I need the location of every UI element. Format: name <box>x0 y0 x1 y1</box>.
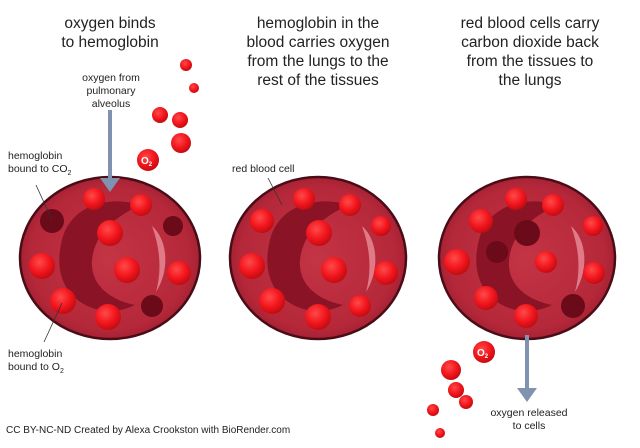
oxygen-molecule <box>371 216 391 236</box>
oxygen-molecule <box>542 194 564 216</box>
oxygen-molecule <box>474 286 498 310</box>
o2-badge-text-1: O2 <box>141 156 153 168</box>
leader-hb-o2 <box>43 302 63 343</box>
oxygen-molecule <box>469 209 493 233</box>
label-oxygen-released: oxygen released to cells <box>490 407 568 432</box>
oxygen-molecule <box>97 220 123 246</box>
oxygen-molecule <box>514 304 538 328</box>
o2-badge-circle-2 <box>473 341 495 363</box>
oxygen-molecule <box>29 253 55 279</box>
oxygen-molecule <box>114 257 140 283</box>
cell-concavity <box>267 201 348 312</box>
oxygen-molecule <box>321 257 347 283</box>
oxygen-molecule <box>349 295 371 317</box>
cell-highlight <box>152 226 166 292</box>
cell-concavity <box>59 201 140 312</box>
oxygen-molecule <box>259 288 285 314</box>
red-blood-cell-2 <box>228 175 408 341</box>
oxygen-molecule <box>306 220 332 246</box>
red-blood-cell-3 <box>437 175 617 341</box>
red-blood-cell-1 <box>18 175 202 341</box>
oxygen-molecule <box>167 261 191 285</box>
hemoglobin-co2 <box>141 295 163 317</box>
o2-badge-text-2: O2 <box>477 348 489 360</box>
label-oxygen-from-alveolus: oxygen from pulmonary alveolus <box>82 72 140 110</box>
hemoglobin-co2 <box>514 220 540 246</box>
cell-highlight <box>362 226 376 292</box>
incoming-oxygen <box>137 59 199 171</box>
hemoglobin-co2 <box>163 216 183 236</box>
oxygen-molecule <box>305 304 331 330</box>
arrow-oxygen-out-head <box>517 388 537 402</box>
oxygen-molecule <box>239 253 265 279</box>
cell-highlight <box>571 226 585 292</box>
heading-panel1: oxygen binds to hemoglobin <box>61 15 159 51</box>
heading-panel2: hemoglobin in the blood carries oxygen f… <box>246 15 390 89</box>
oxygen-molecule <box>444 249 470 275</box>
oxygen-molecule <box>583 262 605 284</box>
arrow-oxygen-in-head <box>100 178 120 192</box>
oxygen-molecule <box>535 251 557 273</box>
released-oxygen <box>427 341 495 438</box>
leader-hb-co2 <box>35 184 53 221</box>
leader-red-blood-cell <box>267 177 283 206</box>
oxygen-molecule <box>583 216 603 236</box>
oxygen-molecule <box>83 188 105 210</box>
oxygen-molecule <box>50 288 76 314</box>
oxygen-molecule <box>250 209 274 233</box>
oxygen-molecule <box>293 188 315 210</box>
oxygen-molecule <box>339 194 361 216</box>
hemoglobin-co2 <box>486 241 508 263</box>
label-hemoglobin-o2: hemoglobin bound to O2 <box>8 348 64 376</box>
label-red-blood-cell: red blood cell <box>232 163 295 175</box>
credit-line: CC BY-NC-ND Created by Alexa Crookston w… <box>6 425 291 436</box>
oxygen-molecule <box>95 304 121 330</box>
oxygen-molecule <box>505 188 527 210</box>
hemoglobin-co2 <box>561 294 585 318</box>
heading-panel3: red blood cells carry carbon dioxide bac… <box>460 15 600 89</box>
hemoglobin-co2 <box>40 209 64 233</box>
oxygen-molecule <box>130 194 152 216</box>
o2-badge-circle-1 <box>137 149 159 171</box>
cell-concavity <box>476 201 557 312</box>
oxygen-molecule <box>374 261 398 285</box>
label-hemoglobin-co2: hemoglobin bound to CO2 <box>8 150 72 178</box>
